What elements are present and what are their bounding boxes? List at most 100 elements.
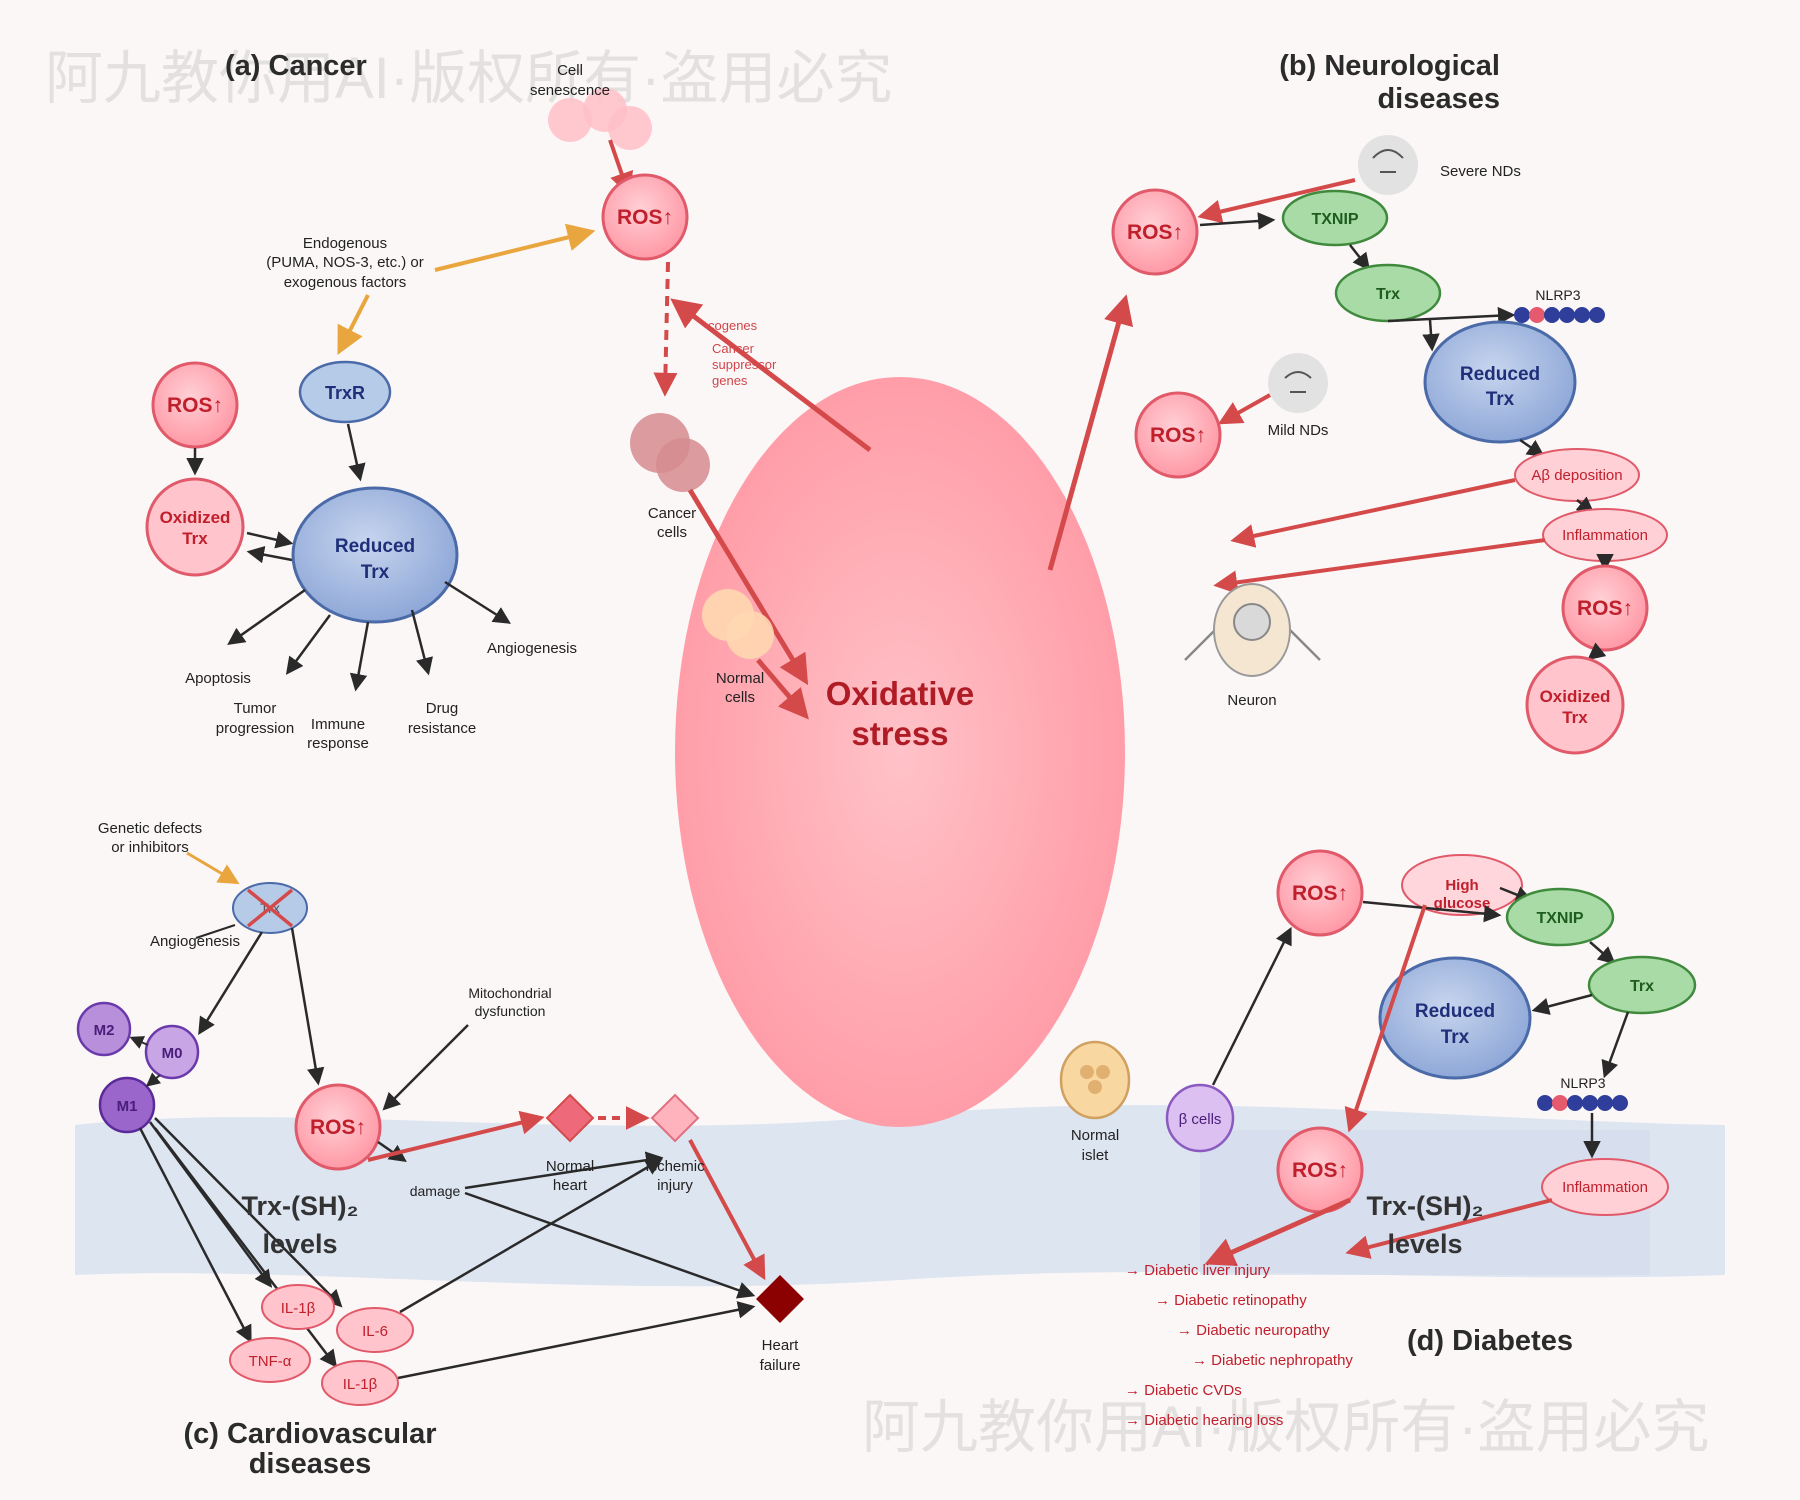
- m2-node: [76, 1001, 132, 1057]
- arrow-ros-oxidized-neuro: [1587, 642, 1607, 661]
- section-cardio-title-1: (c) Cardiovascular: [183, 1418, 436, 1450]
- tnfa-node: [229, 1337, 311, 1383]
- ros-label-neuro-mild: ROS↑: [1150, 424, 1206, 447]
- beta-cells-node: [1165, 1083, 1235, 1153]
- neuron-label: Neuron: [1227, 692, 1276, 709]
- drug-label-1: Drug: [426, 700, 459, 717]
- beta-cells-label: β cells: [1179, 1111, 1222, 1128]
- arrow-m0-m1: [145, 1072, 162, 1087]
- arrow-reduced-abeta: [1519, 438, 1545, 457]
- arrow-txnip-trx-neuro: [1349, 244, 1371, 271]
- normal-islet-label-2: islet: [1082, 1147, 1110, 1164]
- arrow-mito-ros: [382, 1024, 469, 1111]
- reduced-trx-diabetes-label-2: Trx: [1441, 1027, 1470, 1048]
- arrow-apoptosis-fix: [227, 588, 306, 646]
- arrow-cancer-cells-stress: [687, 488, 809, 686]
- arrow-severe-ros: [1197, 178, 1356, 224]
- diamond-heart-failure: [756, 1275, 804, 1323]
- angiogenesis-cardio-label: Angiogenesis: [150, 933, 240, 950]
- section-neuro-title-2: diseases: [1377, 83, 1500, 115]
- mito-label-2: dysfunction: [475, 1003, 546, 1019]
- band-label-left-2: levels: [262, 1229, 337, 1259]
- arrow-ros-normal-heart: [367, 1110, 545, 1162]
- reduced-trx-cancer-label-1: Reduced: [335, 536, 415, 557]
- arrow-trx-reduced-neuro: [1422, 319, 1440, 352]
- oxidative-stress-ellipse: [675, 377, 1125, 1127]
- m1-node: [98, 1076, 156, 1134]
- immune-label-2: response: [307, 735, 369, 752]
- ros-label-diabetes-bottom: ROS↑: [1292, 1159, 1348, 1182]
- arrow-ros-damage: [377, 1140, 407, 1162]
- neuron-icon: [1184, 583, 1321, 677]
- arrow-trx-nlrp3-neuro: [1387, 306, 1516, 325]
- inflammation-label-diabetes: Inflammation: [1562, 1179, 1648, 1196]
- tnfa-label: TNF-α: [249, 1353, 292, 1370]
- arrow-trxr-reduced: [346, 423, 366, 482]
- immune-label-1: Immune: [311, 716, 365, 733]
- trxr-node: [298, 360, 392, 424]
- ros-label-diabetes-top: ROS↑: [1292, 882, 1348, 905]
- inflammation-node-diabetes: [1541, 1158, 1669, 1216]
- high-glucose-label-1: High: [1445, 877, 1478, 894]
- trxr-label: TrxR: [325, 383, 365, 403]
- txnip-node-neuro: [1281, 189, 1389, 247]
- islet-dot-1: [1080, 1065, 1094, 1079]
- heart-failure-label-2: failure: [760, 1357, 801, 1374]
- mild-nds-brow: [1284, 371, 1312, 379]
- watermark-top: 阿九教你用AI·版权所有·盗用必究: [45, 46, 892, 111]
- diamond-ischemic: [650, 1093, 700, 1143]
- il1b-node-a: [261, 1284, 335, 1330]
- normal-cells-label-1: Normal: [716, 670, 764, 687]
- islet-dot-3: [1088, 1080, 1102, 1094]
- complication-1: → Diabetic liver injury: [1125, 1262, 1271, 1279]
- apoptosis-label: Apoptosis: [185, 670, 251, 687]
- normal-islet-label-1: Normal: [1071, 1127, 1119, 1144]
- ros-node-cardio: [294, 1083, 382, 1171]
- normal-cells-label-2: cells: [725, 689, 755, 706]
- ischemic-label-1: Ischemic: [645, 1158, 705, 1175]
- damage-label: damage: [410, 1183, 461, 1199]
- arrow-angiogenesis-cancer: [444, 580, 511, 624]
- ros-node-cancer-left: [151, 361, 239, 449]
- nlrp3-beads-neuro: [1514, 307, 1605, 323]
- arrow-ros-complications: [1204, 1197, 1352, 1266]
- band-label-right-2: levels: [1387, 1229, 1462, 1259]
- arrow-damage-ischemic: [464, 1151, 664, 1190]
- ros-label-neuro-bottom: ROS↑: [1577, 597, 1633, 620]
- ros-node-diabetes-top: [1276, 849, 1364, 937]
- arrow-oxidized-to-reduced: [246, 531, 294, 549]
- trx-label-diabetes: Trx: [1630, 978, 1654, 995]
- arrow-trx-ros-cardio: [290, 927, 325, 1086]
- arrow-damage-failure: [464, 1191, 756, 1299]
- complication-6: → Diabetic hearing loss: [1125, 1412, 1283, 1429]
- arrow-m0-m2: [129, 1036, 149, 1049]
- ros-label-cancer-top: ROS↑: [617, 206, 673, 229]
- ros-node-cancer-top: [601, 173, 689, 261]
- oxidative-stress-label-2: stress: [851, 715, 948, 752]
- inflammation-label-neuro: Inflammation: [1562, 527, 1648, 544]
- endogenous-label-1: Endogenous: [303, 235, 387, 252]
- arrow-inflam-neuron: [1213, 538, 1546, 595]
- oxidized-trx-neuro: [1525, 655, 1625, 755]
- angiogenesis-cancer-label: Angiogenesis: [487, 640, 577, 657]
- cancer-cells-label-1: Cancer: [648, 505, 696, 522]
- heart-failure-label-1: Heart: [762, 1337, 800, 1354]
- cardio-genetic-label-1: Genetic defects: [98, 820, 202, 837]
- complication-3: → Diabetic neuropathy: [1177, 1322, 1330, 1339]
- mild-nds-label: Mild NDs: [1268, 422, 1329, 439]
- arrow-stress-neuro: [1047, 294, 1134, 571]
- ischemic-label-2: injury: [657, 1177, 693, 1194]
- reduced-trx-cancer-label-2: Trx: [361, 562, 390, 583]
- senescence-cell-1: [548, 98, 592, 142]
- txnip-label-neuro: TXNIP: [1311, 211, 1358, 228]
- arrow-ros-txnip-neuro: [1199, 212, 1276, 230]
- reduced-trx-diabetes: [1378, 956, 1532, 1080]
- m2-label: M2: [94, 1022, 115, 1039]
- suppressor-label-3: genes: [712, 373, 748, 388]
- il6-label: IL-6: [362, 1323, 388, 1340]
- arrow-tumor: [285, 614, 332, 675]
- reduced-trx-neuro-label-1: Reduced: [1460, 364, 1540, 385]
- ros-label-cardio: ROS↑: [310, 1116, 366, 1139]
- ros-label-cancer-left: ROS↑: [167, 394, 223, 417]
